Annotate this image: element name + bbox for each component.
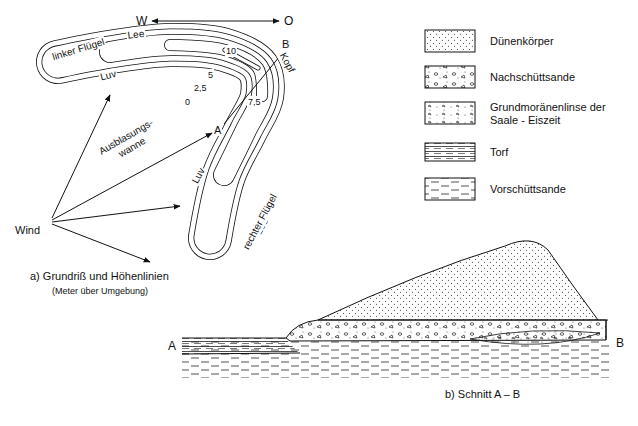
- caption: b) Schnitt A – B: [445, 388, 520, 400]
- section-point: B: [281, 38, 290, 50]
- section-point: A: [168, 340, 176, 352]
- contour-value: 2,5: [193, 82, 208, 94]
- direction-arrow: [152, 21, 279, 22]
- legend-text: Torf: [490, 146, 630, 159]
- part-name: rechter Flügel: [240, 191, 280, 252]
- section-point: B: [616, 337, 624, 349]
- contour-fill: [58, 45, 263, 238]
- contour-lines: [58, 45, 263, 238]
- compass-label: W: [136, 15, 147, 27]
- legend-swatches: [425, 30, 475, 200]
- wind-label: Wind: [14, 224, 41, 236]
- caption: a) Grundriß und Höhenlinien: [30, 270, 169, 282]
- compass-label: O: [284, 15, 293, 27]
- contour-line: [110, 45, 263, 175]
- wind-arrows: [52, 95, 212, 262]
- section-point: A: [213, 124, 222, 136]
- contour-line: [58, 45, 263, 238]
- legend-text: Vorschüttsande: [490, 183, 630, 196]
- contour-line: [170, 45, 262, 96]
- contour-value: 10: [225, 45, 237, 57]
- side-label: Lee: [126, 28, 146, 42]
- side-label: Luv: [98, 68, 118, 84]
- contour-value: 7,5: [247, 96, 262, 108]
- cross-section: [182, 241, 610, 378]
- legend-text: Dünenkörper: [490, 35, 630, 48]
- legend-text: Grundmoränenlinse der Saale - Eiszeit: [490, 101, 630, 127]
- contour-fill: [170, 45, 262, 96]
- part-name: Ausblasungs- wanne: [92, 114, 166, 171]
- contour-line: [58, 45, 263, 238]
- contour-value: 0: [184, 96, 191, 108]
- caption-note: (Meter über Umgebung): [52, 285, 148, 297]
- contour-fill: [110, 45, 263, 175]
- legend-text: Nachschüttsande: [490, 71, 630, 84]
- contour-value: 5: [207, 69, 214, 81]
- section-line: [224, 56, 280, 124]
- contour-fill: [58, 45, 263, 238]
